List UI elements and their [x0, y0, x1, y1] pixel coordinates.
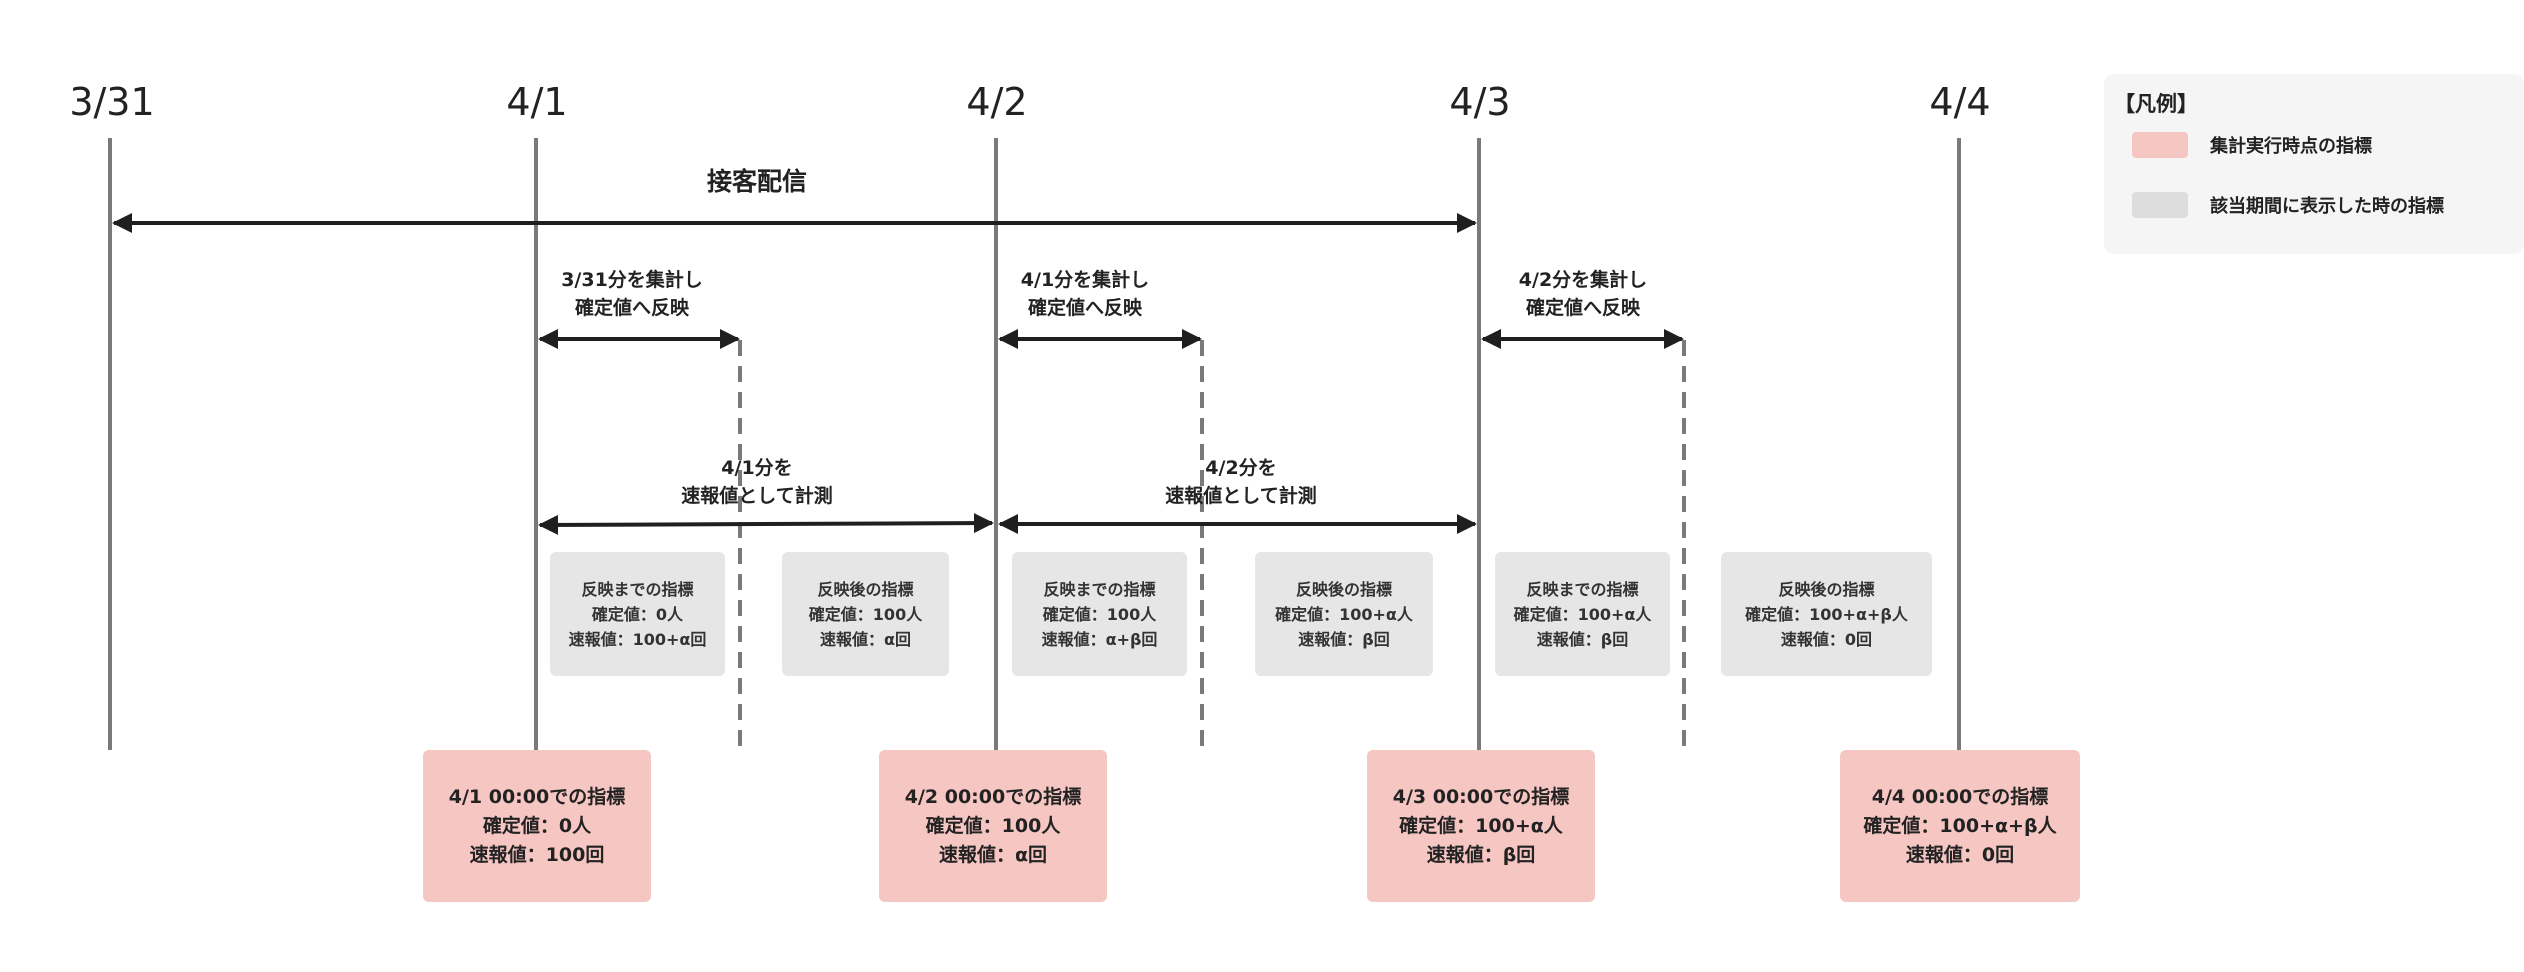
gray-box-4: 反映後の指標 確定値：100+α人 速報値：β回 — [1255, 552, 1433, 676]
reflect-caption-2-line2: 確定値へ反映 — [1027, 297, 1143, 319]
measure-caption-2-line1: 4/2分を — [1205, 457, 1277, 479]
measure-caption-2-line2: 速報値として計測 — [1165, 485, 1317, 507]
legend-item-displayed: 該当期間に表示した時の指標 — [2132, 192, 2444, 218]
reflect-caption-2: 4/1分を集計し 確定値へ反映 — [1021, 266, 1149, 322]
date-label-4-4: 4/4 — [1929, 80, 1991, 124]
pink-box-4-2-confirmed: 確定値：100人 — [925, 814, 1061, 837]
gray-box-6-confirmed: 確定値：100+α+β人 — [1745, 604, 1908, 624]
pink-box-4-3-preliminary: 速報値：β回 — [1426, 843, 1536, 866]
pink-box-4-3-title: 4/3 00:00での指標 — [1392, 785, 1570, 808]
measure-caption-1-line1: 4/1分を — [721, 457, 793, 479]
pink-box-4-3: 4/3 00:00での指標 確定値：100+α人 速報値：β回 — [1367, 750, 1595, 902]
reflect-caption-3-line2: 確定値へ反映 — [1525, 297, 1641, 319]
measure-arrow-1 — [538, 513, 994, 535]
gray-box-1-confirmed: 確定値：0人 — [591, 604, 684, 624]
pink-box-4-1-title: 4/1 00:00での指標 — [448, 785, 626, 808]
pink-box-4-1-confirmed: 確定値：0人 — [482, 814, 592, 837]
pink-box-4-1-preliminary: 速報値：100回 — [469, 843, 605, 866]
pink-box-4-1: 4/1 00:00での指標 確定値：0人 速報値：100回 — [423, 750, 651, 902]
legend-label-aggregation: 集計実行時点の指標 — [2210, 136, 2372, 157]
reflect-caption-3: 4/2分を集計し 確定値へ反映 — [1519, 266, 1647, 322]
reflect-caption-3-line1: 4/2分を集計し — [1518, 269, 1648, 291]
pink-box-4-4-preliminary: 速報値：0回 — [1905, 843, 2015, 866]
date-label-3-31: 3/31 — [69, 80, 155, 124]
pink-box-4-4-title: 4/4 00:00での指標 — [1871, 785, 2049, 808]
gray-box-1: 反映までの指標 確定値：0人 速報値：100+α回 — [550, 552, 725, 676]
main-arrow-label: 接客配信 — [706, 167, 808, 196]
gray-box-5: 反映までの指標 確定値：100+α人 速報値：β回 — [1495, 552, 1670, 676]
gray-box-4-confirmed: 確定値：100+α人 — [1275, 604, 1413, 624]
gray-box-5-title: 反映までの指標 — [1526, 579, 1639, 599]
date-label-4-3: 4/3 — [1449, 80, 1511, 124]
measure-caption-1-line2: 速報値として計測 — [681, 485, 833, 507]
pink-box-4-2: 4/2 00:00での指標 確定値：100人 速報値：α回 — [879, 750, 1107, 902]
pink-box-4-2-title: 4/2 00:00での指標 — [904, 785, 1082, 808]
gray-box-6-preliminary: 速報値：0回 — [1780, 629, 1873, 649]
gray-box-2-title: 反映後の指標 — [817, 579, 914, 599]
pink-box-4-4-confirmed: 確定値：100+α+β人 — [1863, 814, 2057, 837]
gray-box-3-preliminary: 速報値：α+β回 — [1041, 629, 1158, 649]
legend-panel: 【凡例】 集計実行時点の指標 該当期間に表示した時の指標 — [2104, 74, 2524, 254]
measure-caption-1: 4/1分を 速報値として計測 — [681, 454, 832, 510]
legend-title: 【凡例】 — [2114, 92, 2198, 116]
gray-box-6-title: 反映後の指標 — [1778, 579, 1875, 599]
pink-box-4-4: 4/4 00:00での指標 確定値：100+α+β人 速報値：0回 — [1840, 750, 2080, 902]
date-label-4-1: 4/1 — [506, 80, 568, 124]
gray-box-4-preliminary: 速報値：β回 — [1298, 629, 1390, 649]
pink-box-4-3-confirmed: 確定値：100+α人 — [1399, 814, 1563, 837]
gray-box-5-confirmed: 確定値：100+α人 — [1513, 604, 1652, 624]
legend-item-aggregation: 集計実行時点の指標 — [2132, 132, 2372, 158]
reflect-caption-1-line1: 3/31分を集計し — [561, 269, 703, 291]
reflect-caption-1: 3/31分を集計し 確定値へ反映 — [561, 266, 703, 322]
gray-box-2-confirmed: 確定値：100人 — [808, 604, 923, 624]
gray-box-2: 反映後の指標 確定値：100人 速報値：α回 — [782, 552, 949, 676]
legend-swatch-gray — [2132, 192, 2188, 218]
gray-box-4-title: 反映後の指標 — [1295, 579, 1392, 599]
gray-box-3: 反映までの指標 確定値：100人 速報値：α+β回 — [1012, 552, 1187, 676]
gray-box-6: 反映後の指標 確定値：100+α+β人 速報値：0回 — [1721, 552, 1932, 676]
pink-box-4-2-preliminary: 速報値：α回 — [938, 843, 1048, 866]
measure-caption-2: 4/2分を 速報値として計測 — [1165, 454, 1316, 510]
gray-box-1-title: 反映までの指標 — [581, 579, 694, 599]
date-label-4-2: 4/2 — [966, 80, 1028, 124]
reflect-caption-1-line2: 確定値へ反映 — [574, 297, 690, 319]
gray-box-1-preliminary: 速報値：100+α回 — [568, 629, 707, 649]
gray-box-3-title: 反映までの指標 — [1043, 579, 1156, 599]
gray-box-5-preliminary: 速報値：β回 — [1536, 629, 1629, 649]
legend-swatch-pink — [2132, 132, 2188, 158]
gray-box-2-preliminary: 速報値：α回 — [820, 629, 911, 649]
gray-box-3-confirmed: 確定値：100人 — [1042, 604, 1157, 624]
reflect-caption-2-line1: 4/1分を集計し — [1020, 269, 1150, 291]
legend-label-displayed: 該当期間に表示した時の指標 — [2210, 196, 2444, 217]
